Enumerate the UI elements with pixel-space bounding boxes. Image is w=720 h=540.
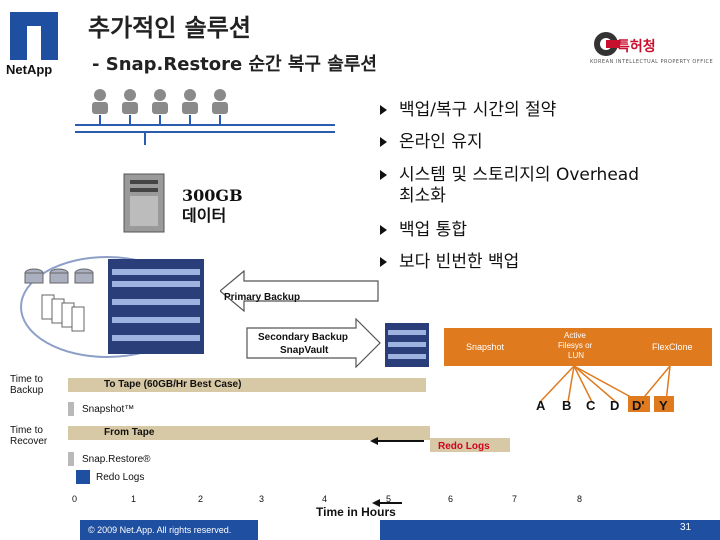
axis-tick: 1 [131, 494, 136, 504]
data-label: 데이터 [182, 206, 226, 226]
snapshot-letter: A [536, 398, 545, 413]
snapshot-bar-label: Snapshot™ [82, 404, 134, 415]
server-icon [122, 172, 166, 234]
axis-tick: 3 [259, 494, 264, 504]
user-icon [152, 89, 168, 114]
snapshot-letter: C [586, 398, 595, 413]
lun-label: LUN [568, 351, 584, 360]
redo-logs-label: Redo Logs [438, 441, 490, 452]
secondary-backup-label: Secondary Backup [258, 332, 348, 343]
axis-tick: 0 [72, 494, 77, 504]
data-size-label: 300GB [182, 186, 243, 206]
axis-title: Time in Hours [316, 505, 396, 519]
user-network [70, 85, 340, 145]
secondary-storage-icon [384, 322, 430, 368]
arrow-right-icon [380, 225, 387, 235]
axis-tick: 2 [198, 494, 203, 504]
page-title: 추가적인 솔루션 [88, 8, 251, 43]
time-to-recover-label-2: Recover [10, 436, 47, 447]
arrow-right-icon [380, 105, 387, 115]
axis-tick: 7 [512, 494, 517, 504]
flexclone-label: FlexClone [652, 342, 693, 352]
arrow-right-icon [380, 170, 387, 180]
arrow-right-icon [380, 257, 387, 267]
recover-arrow [370, 436, 430, 446]
footer-copyright: © 2009 Net.App. All rights reserved. [80, 520, 258, 540]
redo-logs-small-bar [76, 470, 90, 484]
netapp-logo-icon [10, 12, 58, 60]
bullet-item: 온라인 유지 [380, 127, 483, 152]
page-subtitle: - Snap.Restore 순간 복구 솔루션 [92, 50, 377, 76]
snapshot-letter: D' [632, 398, 644, 413]
secondary-backup-arrow [246, 318, 382, 368]
axis-tick: 4 [322, 494, 327, 504]
kipo-subtitle: KOREAN INTELLECTUAL PROPERTY OFFICE [590, 59, 713, 65]
bullet-item: 백업 통합 [380, 215, 467, 240]
netapp-logo-text: NetApp [6, 62, 52, 77]
filesys-label: Filesys or [558, 341, 592, 350]
redo-logs-small-label: Redo Logs [96, 472, 144, 483]
snapshot-bar [68, 402, 74, 416]
page-number: 31 [680, 522, 691, 533]
snapshot-label: Snapshot [466, 342, 504, 352]
snapvault-label: SnapVault [280, 345, 328, 356]
user-icon [92, 89, 108, 114]
time-to-backup-label-2: Backup [10, 385, 43, 396]
axis-tick: 6 [448, 494, 453, 504]
snapshot-letter: Y [659, 398, 668, 413]
snapshot-letter: B [562, 398, 571, 413]
snapshot-letter: D [610, 398, 619, 413]
from-tape-label: From Tape [104, 427, 154, 438]
user-icon [212, 89, 228, 114]
arrow-right-icon [380, 137, 387, 147]
time-to-backup-label-1: Time to [10, 374, 43, 385]
footer-bar [380, 520, 720, 540]
bullet-item: 보다 빈번한 백업 [380, 247, 519, 272]
snaprestore-label: Snap.Restore® [82, 454, 151, 465]
time-to-recover-label-1: Time to [10, 425, 43, 436]
primary-backup-arrow [220, 270, 380, 312]
snaprestore-bar [68, 452, 74, 466]
primary-backup-label: Primary Backup [224, 292, 300, 303]
tape-backup-label: To Tape (60GB/Hr Best Case) [104, 379, 241, 390]
user-icon [122, 89, 138, 114]
active-label: Active [564, 331, 586, 340]
netapp-logo [10, 12, 58, 60]
user-icon [182, 89, 198, 114]
bullet-item-continued: 최소화 [399, 181, 446, 206]
axis-tick: 8 [577, 494, 582, 504]
kipo-name: 특허청 [617, 36, 656, 56]
bullet-item: 백업/복구 시간의 절약 [380, 95, 556, 120]
